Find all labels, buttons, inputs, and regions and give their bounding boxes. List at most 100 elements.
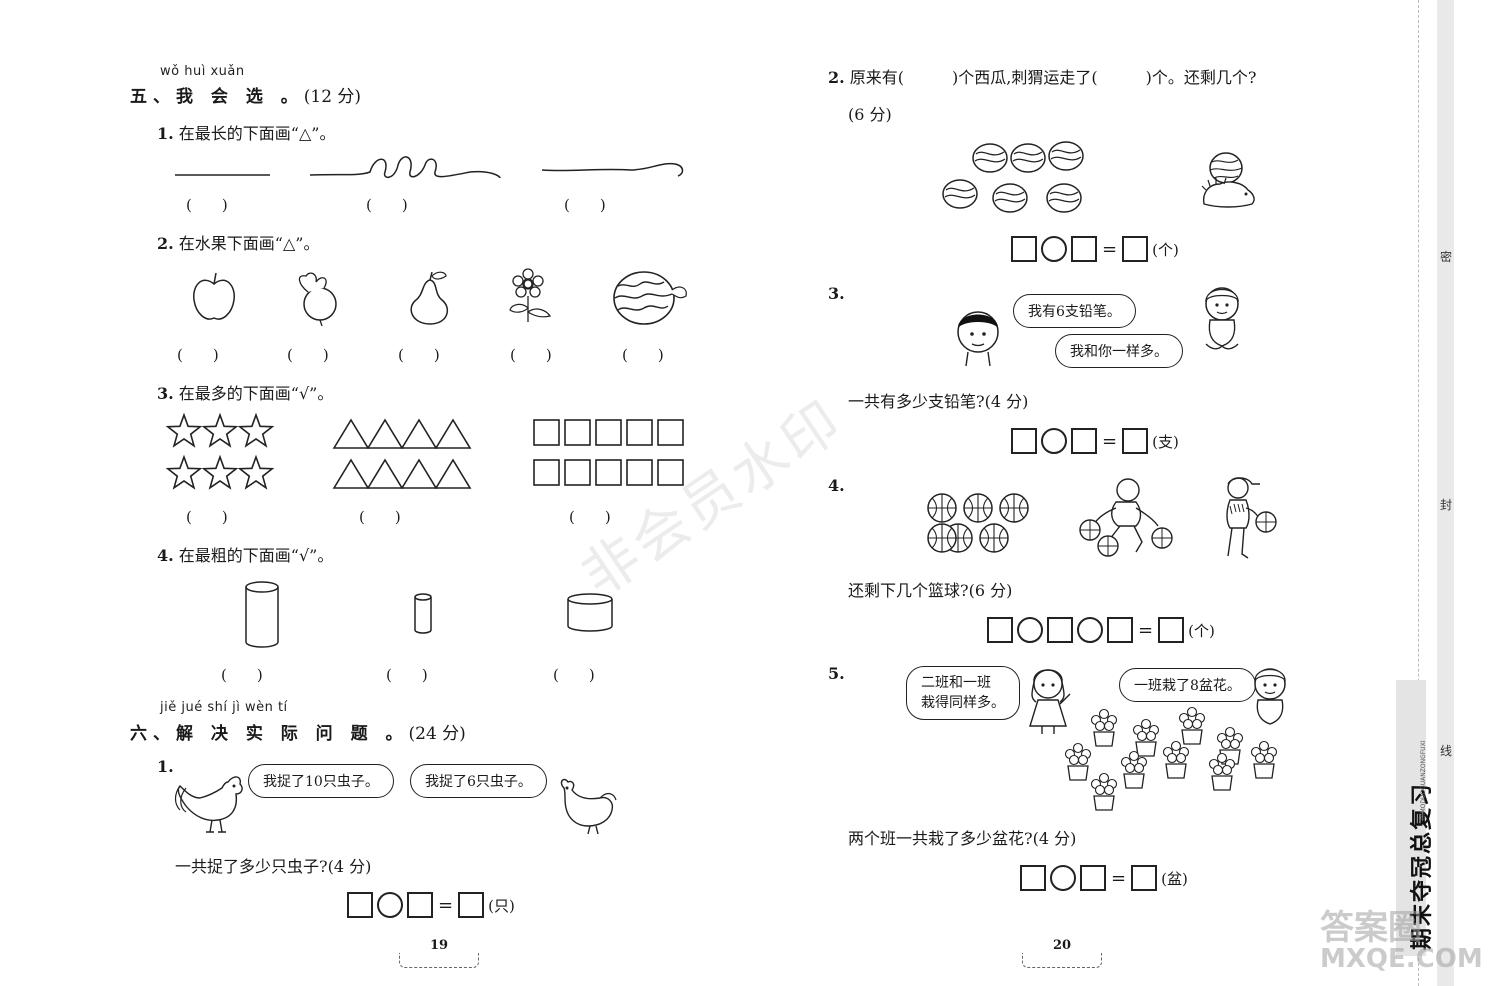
answer-box[interactable] — [1122, 428, 1149, 454]
operator-circle[interactable] — [1041, 428, 1067, 454]
basketball-icon — [927, 493, 957, 523]
q2-paren-3[interactable]: ( ) — [398, 346, 440, 364]
q2-paren-1[interactable]: ( ) — [177, 346, 219, 364]
p2-number: 2. — [828, 68, 845, 87]
basketball-seam — [980, 524, 1008, 552]
q2-paren-2[interactable]: ( ) — [287, 346, 329, 364]
answer-box[interactable] — [1047, 617, 1073, 643]
flower-pot — [1135, 741, 1157, 757]
watermelon-body — [1046, 183, 1082, 213]
answer-box[interactable] — [987, 617, 1013, 643]
q3-paren-2[interactable]: ( ) — [359, 508, 401, 526]
star-icon — [201, 454, 239, 490]
square-icon — [533, 419, 560, 446]
section5-title: 五、我 会 选 。(12 分) — [130, 82, 361, 107]
flower-bloom — [1224, 726, 1236, 738]
answer-box[interactable] — [1011, 428, 1037, 454]
q3-paren-3[interactable]: ( ) — [569, 508, 611, 526]
flower-bloom — [1098, 708, 1110, 720]
hedgehog-icon — [1201, 152, 1255, 208]
q4-paren-2[interactable]: ( ) — [386, 666, 428, 684]
flower-bloom — [1133, 762, 1145, 774]
watermelon-body — [1010, 143, 1046, 173]
potted-flower-icon — [1216, 726, 1244, 765]
p3-speech-bubble-2: 我和你一样多。 — [1055, 334, 1183, 368]
answer-box[interactable] — [1011, 236, 1037, 262]
triangle-icon — [434, 458, 472, 489]
p5-speech-bubble-2: 一班栽了8盆花。 — [1119, 668, 1256, 702]
operator-circle[interactable] — [1050, 865, 1076, 891]
p2-unit: (个) — [1152, 240, 1179, 259]
p2-answer-row: = (个) — [1009, 236, 1179, 262]
answer-box[interactable] — [1071, 428, 1097, 454]
potted-flower-icon — [1090, 708, 1118, 747]
answer-box[interactable] — [347, 892, 373, 918]
answer-box[interactable] — [1071, 236, 1097, 262]
p5-question: 两个班一共栽了多少盆花?(4 分) — [848, 829, 1077, 848]
watermark: 非会员水印 — [570, 387, 856, 610]
player-icon — [1226, 477, 1277, 559]
q2-paren-5[interactable]: ( ) — [622, 346, 664, 364]
square-icon — [564, 459, 591, 486]
star-group — [165, 412, 275, 490]
q2-paren-4[interactable]: ( ) — [510, 346, 552, 364]
answer-box[interactable] — [1020, 865, 1046, 891]
potted-flower-icon — [1178, 706, 1206, 745]
answer-box[interactable] — [1080, 865, 1106, 891]
triangle-icon — [332, 418, 370, 449]
q3-question: 3. 在最多的下面画“√”。 — [157, 380, 333, 404]
book-title-pinyin: QIMODUOGUANZONGFUXI — [1420, 740, 1427, 820]
seal-char-feng: 封 — [1440, 498, 1453, 512]
q1-paren-3[interactable]: ( ) — [564, 196, 606, 214]
answer-box[interactable] — [1122, 236, 1149, 262]
q3-number: 3. — [157, 384, 174, 403]
page-number-left: 19 — [399, 938, 479, 968]
flower-bloom — [1128, 750, 1140, 762]
boy-icon — [1205, 287, 1239, 350]
answer-box[interactable] — [1107, 617, 1133, 643]
square-icon — [657, 459, 684, 486]
equals-sign: = — [1102, 238, 1118, 260]
corner-logo-url: MXQE.COM — [1320, 944, 1483, 974]
watermelon-icon — [942, 179, 978, 209]
basketball-icon — [963, 493, 993, 523]
q4-paren-1[interactable]: ( ) — [221, 666, 263, 684]
flower-bloom — [1216, 752, 1228, 764]
basketball-icon — [979, 523, 1009, 553]
answer-box[interactable] — [1131, 865, 1158, 891]
p4-unit: (个) — [1188, 621, 1215, 640]
watermelon-body — [992, 183, 1028, 213]
equals-sign: = — [438, 894, 454, 916]
star-icon — [165, 454, 203, 490]
p2-question: 2. 原来有( )个西瓜,刺猬运走了( )个。还剩几个? — [828, 64, 1256, 88]
watermelon-icon — [992, 183, 1028, 213]
operator-circle[interactable] — [1077, 617, 1103, 643]
cut-line — [1418, 0, 1420, 986]
operator-circle[interactable] — [377, 892, 403, 918]
section6-title: 六、解 决 实 际 问 题 。(24 分) — [130, 719, 466, 744]
p5-answer-row: = (盆) — [1018, 865, 1188, 891]
q2-question: 2. 在水果下面画“△”。 — [157, 230, 319, 254]
q4-text: 在最粗的下面画“√”。 — [178, 546, 334, 565]
seal-char-mi: 密 — [1440, 250, 1453, 264]
answer-box[interactable] — [1158, 617, 1185, 643]
flower-icon — [509, 268, 551, 322]
q1-paren-1[interactable]: ( ) — [186, 196, 228, 214]
watermelon-stripe — [974, 151, 1006, 163]
basketball-icon — [999, 493, 1029, 523]
basketball-seam — [964, 494, 992, 522]
q4-paren-3[interactable]: ( ) — [553, 666, 595, 684]
p2-points: (6 分) — [848, 105, 892, 124]
square-icon — [564, 419, 591, 446]
operator-circle[interactable] — [1041, 236, 1067, 262]
potted-flower-icon — [1162, 740, 1190, 779]
q3-paren-1[interactable]: ( ) — [186, 508, 228, 526]
q1-paren-2[interactable]: ( ) — [366, 196, 408, 214]
q1-number: 1. — [157, 124, 174, 143]
p1-number: 1. — [157, 757, 174, 776]
operator-circle[interactable] — [1017, 617, 1043, 643]
square-icon — [595, 459, 622, 486]
answer-box[interactable] — [407, 892, 433, 918]
answer-box[interactable] — [458, 892, 485, 918]
wavy-line — [541, 162, 684, 177]
